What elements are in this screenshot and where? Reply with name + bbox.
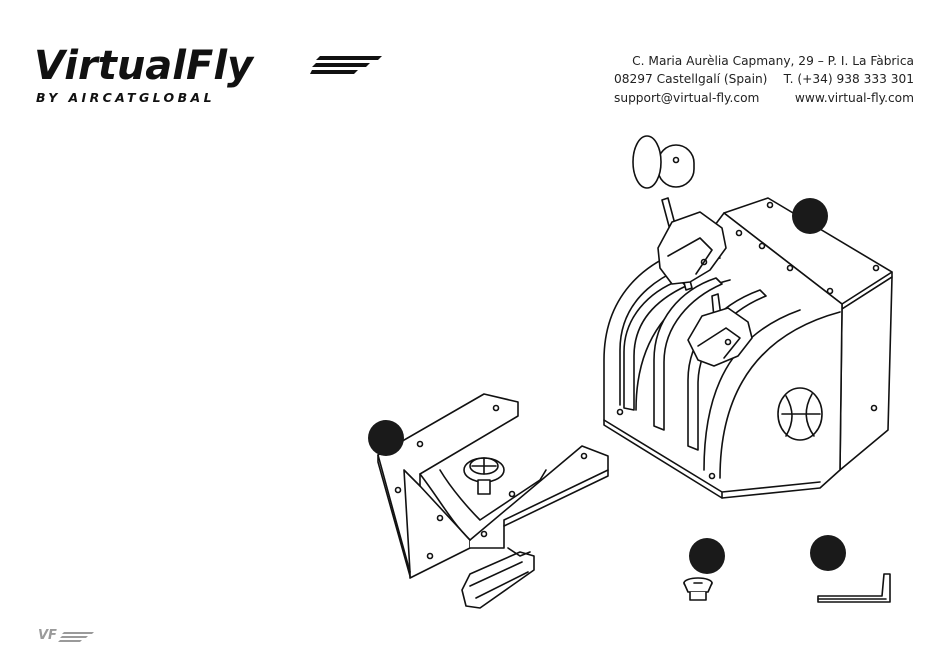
part-marker-throttle (792, 198, 828, 234)
footer-mark-text: VF (38, 628, 57, 643)
part-marker-bracket (368, 420, 404, 456)
part-marker-screw (689, 538, 725, 574)
countersunk-screw (684, 578, 712, 600)
footer-speed-lines-icon (58, 630, 118, 644)
throttle-quadrant-unit (604, 136, 892, 498)
allen-key (818, 574, 890, 602)
part-marker-allen-key (810, 535, 846, 571)
desk-clamp-bracket (378, 394, 608, 608)
